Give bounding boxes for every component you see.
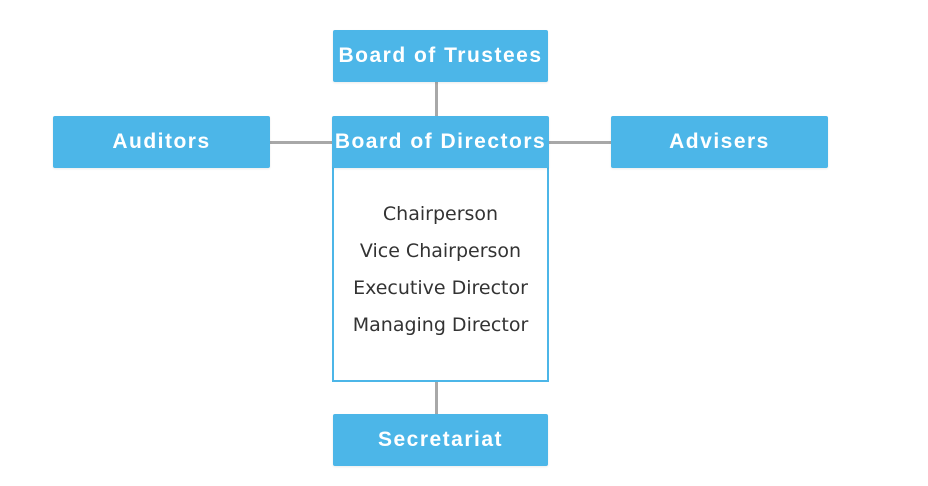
node-board-of-trustees: Board of Trustees: [333, 30, 548, 82]
role-executive-director: Executive Director: [353, 277, 528, 299]
role-chairperson: Chairperson: [382, 203, 499, 225]
connector-directors-advisers: [547, 141, 611, 144]
connector-auditors-directors: [270, 141, 333, 144]
connector-directors-secretariat: [435, 381, 438, 414]
directors-roles-box: Chairperson Vice Chairperson Executive D…: [332, 166, 549, 382]
node-auditors: Auditors: [53, 116, 270, 168]
node-advisers: Advisers: [611, 116, 828, 168]
connector-trustees-directors: [435, 82, 438, 116]
node-board-of-directors: Board of Directors: [332, 116, 549, 168]
node-secretariat: Secretariat: [333, 414, 548, 466]
role-managing-director: Managing Director: [352, 314, 529, 336]
role-vice-chairperson: Vice Chairperson: [359, 240, 522, 262]
